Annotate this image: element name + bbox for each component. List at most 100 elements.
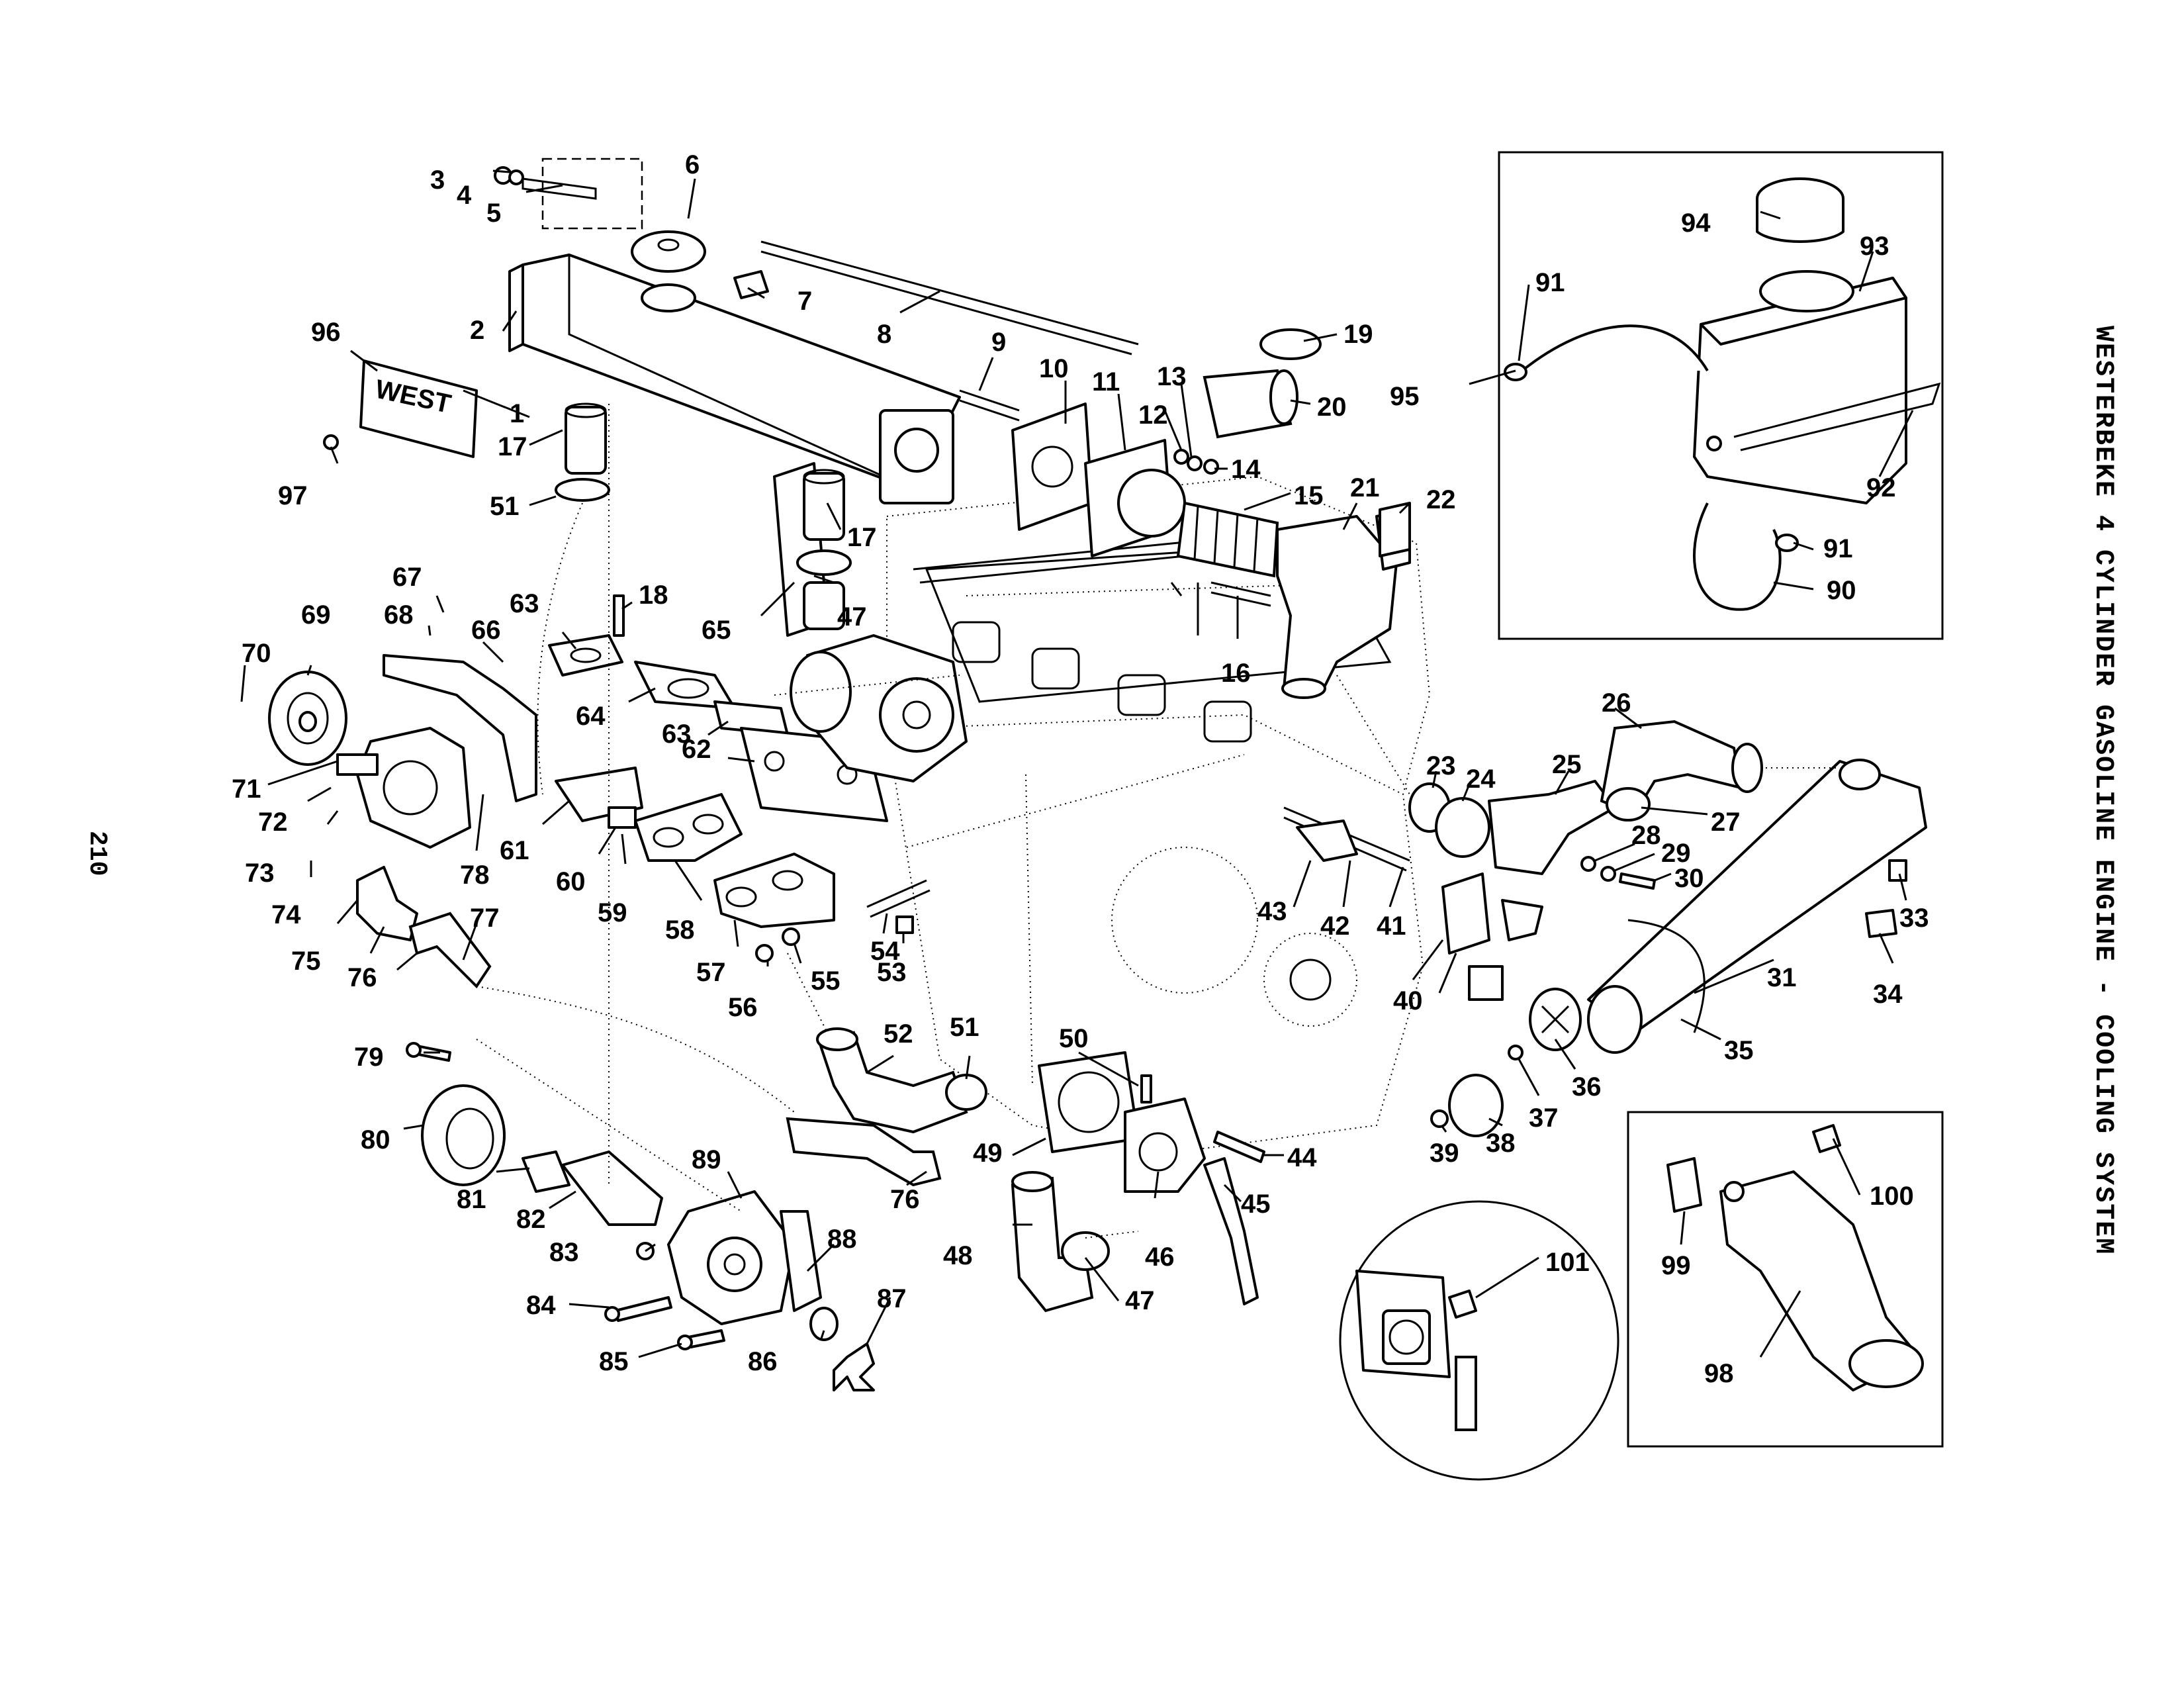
callout-79: 79 xyxy=(354,1043,384,1072)
bolt-39 xyxy=(1430,1109,1449,1128)
callout-67: 67 xyxy=(392,563,422,592)
thermostat-housing-46 xyxy=(1124,1098,1206,1193)
washers-12-13-14 xyxy=(1173,449,1219,475)
callout-14: 14 xyxy=(1231,455,1261,484)
callout-81: 81 xyxy=(457,1185,486,1214)
callout-11: 11 xyxy=(1092,367,1120,397)
plug-60 xyxy=(608,806,637,829)
callout-9: 9 xyxy=(991,328,1006,357)
callout-93: 93 xyxy=(1860,232,1889,261)
callout-53: 53 xyxy=(877,958,907,987)
callout-52: 52 xyxy=(884,1019,913,1049)
callout-46: 46 xyxy=(1145,1243,1175,1272)
stud-5 xyxy=(494,166,597,200)
callout-86: 86 xyxy=(748,1347,778,1376)
callout-51-lower: 51 xyxy=(950,1013,979,1042)
callout-24: 24 xyxy=(1466,765,1496,794)
heat-exchanger-end-cover-11 xyxy=(1084,439,1186,557)
callout-59: 59 xyxy=(598,898,627,927)
callout-12-upper: 12 xyxy=(1138,400,1168,430)
callout-90: 90 xyxy=(1827,576,1856,605)
elbow-58 xyxy=(634,793,743,862)
zinc-rod-8 xyxy=(760,240,1139,355)
inset-circle-101 xyxy=(1339,1200,1619,1481)
callout-15: 15 xyxy=(1294,481,1324,510)
pump-housing-89 xyxy=(667,1190,796,1325)
filler-cap-6 xyxy=(631,230,706,312)
callout-8: 8 xyxy=(877,320,891,349)
washer-55 xyxy=(782,927,800,946)
callout-88: 88 xyxy=(827,1225,857,1254)
callout-39: 39 xyxy=(1430,1139,1459,1168)
gasket-88 xyxy=(780,1210,822,1312)
bolt-54 xyxy=(866,879,931,918)
seal-86 xyxy=(809,1307,839,1341)
callout-28: 28 xyxy=(1631,821,1661,850)
callout-31: 31 xyxy=(1767,963,1797,992)
bolt-84 xyxy=(604,1296,672,1322)
callout-35: 35 xyxy=(1724,1036,1754,1065)
callout-37: 37 xyxy=(1529,1103,1559,1133)
callout-75: 75 xyxy=(291,947,321,976)
callout-63-upper: 63 xyxy=(510,589,539,618)
callout-99: 99 xyxy=(1661,1251,1691,1280)
callout-55: 55 xyxy=(811,966,841,996)
callout-62: 62 xyxy=(682,735,711,764)
callout-76-upper: 76 xyxy=(347,963,377,992)
callout-76-lower: 76 xyxy=(890,1185,920,1214)
clamp-51 xyxy=(555,478,610,502)
callout-91-lower: 91 xyxy=(1823,534,1853,563)
callout-89: 89 xyxy=(692,1145,721,1174)
callout-49: 49 xyxy=(973,1139,1003,1168)
callout-54: 54 xyxy=(870,937,900,966)
callout-44: 44 xyxy=(1287,1143,1317,1172)
callout-1: 1 xyxy=(510,399,524,428)
inset-elbow xyxy=(1627,1111,1944,1448)
callout-68: 68 xyxy=(384,600,414,630)
elbow-fitting-75 xyxy=(356,866,418,941)
callout-87: 87 xyxy=(877,1284,907,1313)
callout-26: 26 xyxy=(1602,688,1631,718)
callout-96: 96 xyxy=(311,318,341,347)
callout-82: 82 xyxy=(516,1205,546,1234)
callout-40: 40 xyxy=(1393,986,1423,1015)
nameplate-96: WEST xyxy=(359,359,478,458)
callout-98: 98 xyxy=(1704,1359,1734,1388)
callout-7: 7 xyxy=(797,287,812,316)
callout-78: 78 xyxy=(460,861,490,890)
callout-60: 60 xyxy=(556,867,586,896)
callout-3: 3 xyxy=(430,165,445,195)
callout-65: 65 xyxy=(702,616,731,645)
callout-42: 42 xyxy=(1320,912,1350,941)
callout-50: 50 xyxy=(1059,1024,1089,1053)
bolt-53 xyxy=(895,915,914,934)
callout-41: 41 xyxy=(1377,912,1406,941)
alignment-lines xyxy=(476,158,1840,1239)
callout-22: 22 xyxy=(1426,485,1456,514)
gasket-49 xyxy=(1038,1051,1140,1153)
callout-21: 21 xyxy=(1350,473,1380,502)
leader-lines xyxy=(240,169,1914,1358)
callout-61: 61 xyxy=(500,836,529,865)
callout-33: 33 xyxy=(1899,904,1929,933)
engine-block xyxy=(886,475,1431,1153)
elbow-48 xyxy=(1011,1171,1094,1313)
stud-18 xyxy=(613,594,625,637)
gasket-64 xyxy=(634,661,736,710)
callout-101: 101 xyxy=(1545,1248,1590,1277)
callout-72: 72 xyxy=(258,808,288,837)
callout-47-lower: 47 xyxy=(1125,1286,1155,1315)
callout-16: 16 xyxy=(1221,659,1251,688)
clamp-47-upper xyxy=(796,549,852,630)
bolt-50 xyxy=(1140,1074,1152,1103)
callout-57: 57 xyxy=(696,958,726,987)
callout-5: 5 xyxy=(486,199,501,228)
callout-10: 10 xyxy=(1039,354,1069,383)
callout-43: 43 xyxy=(1257,897,1287,926)
callout-4: 4 xyxy=(457,181,472,210)
callout-70: 70 xyxy=(242,639,271,668)
heat-exchanger-gasket-plate-10 xyxy=(1011,402,1093,531)
page-title: WESTERBEKE 4 CYLINDER GASOLINE ENGINE - … xyxy=(2088,326,2118,1256)
callout-64: 64 xyxy=(576,702,606,731)
callout-23: 23 xyxy=(1426,751,1456,780)
